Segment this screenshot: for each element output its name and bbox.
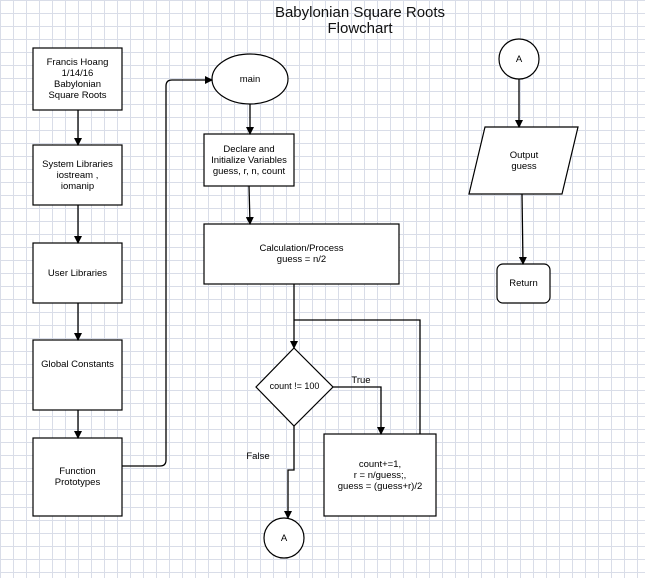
title-line-2: Flowchart — [327, 20, 393, 37]
system-libraries-box — [32, 144, 123, 206]
decision-label: count != 100 — [269, 380, 320, 391]
title-line-1: Babylonian Square Roots — [274, 4, 446, 21]
calculation-box — [203, 223, 400, 285]
edge-declare-to-calculation — [245, 185, 254, 225]
connector-top-label: A — [515, 53, 523, 65]
loop-body-box — [323, 433, 437, 517]
system-libraries-label: System Libraries iostream , iomanip — [42, 158, 113, 192]
declare-label: Declare and Initialize Variables guess, … — [211, 143, 287, 177]
global-constants-label: Global Constants — [41, 358, 114, 370]
true-edge-label: True — [351, 374, 371, 386]
edge-prototypes-to-main — [122, 76, 213, 467]
header-box — [32, 47, 123, 111]
connector-bottom-label: A — [280, 532, 288, 544]
function-prototypes-label: Function Prototypes — [54, 466, 101, 488]
false-edge-label: False — [246, 450, 270, 462]
header-label: Francis Hoang 1/14/16 Babylonian Square … — [46, 57, 109, 101]
output-parallelogram — [468, 126, 579, 195]
return-label: Return — [509, 278, 538, 289]
edge-loop-back — [294, 319, 421, 434]
edge-false-to-connector — [284, 426, 295, 519]
diagram-title: Babylonian Square Roots Flowchart — [230, 5, 490, 37]
user-libraries-label: User Libraries — [47, 267, 108, 279]
main-label: main — [239, 73, 261, 85]
user-libraries-box — [32, 242, 123, 304]
declare-box — [203, 133, 295, 187]
edge-true-to-loop-body — [333, 386, 385, 435]
calculation-label: Calculation/Process guess = n/2 — [259, 243, 344, 265]
edge-output-to-return — [518, 193, 527, 265]
output-label: Output guess — [509, 149, 539, 172]
loop-body-label: count+=1, r = n/guess;, guess = (guess+r… — [337, 458, 423, 492]
